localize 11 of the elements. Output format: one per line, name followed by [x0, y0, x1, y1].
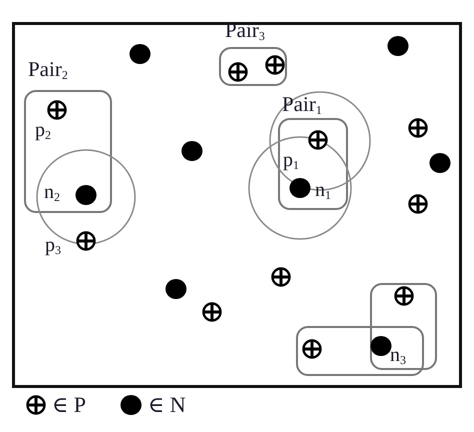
- point-label: n$_{1}$: [315, 180, 331, 201]
- pair-label: Pair$_{3}$: [225, 20, 265, 42]
- point-label: n$_{2}$: [44, 182, 60, 203]
- point-label: p$_{3}$: [45, 235, 61, 256]
- legend-text: ∈ N: [148, 394, 186, 416]
- legend-text: ∈ P: [52, 394, 86, 416]
- pair-label: Pair$_{2}$: [28, 59, 68, 81]
- pair-label: Pair$_{1}$: [282, 94, 322, 116]
- point-label: p$_{1}$: [283, 150, 299, 171]
- point-label: n$_{3}$: [390, 345, 406, 366]
- point-label: p$_{2}$: [35, 120, 51, 141]
